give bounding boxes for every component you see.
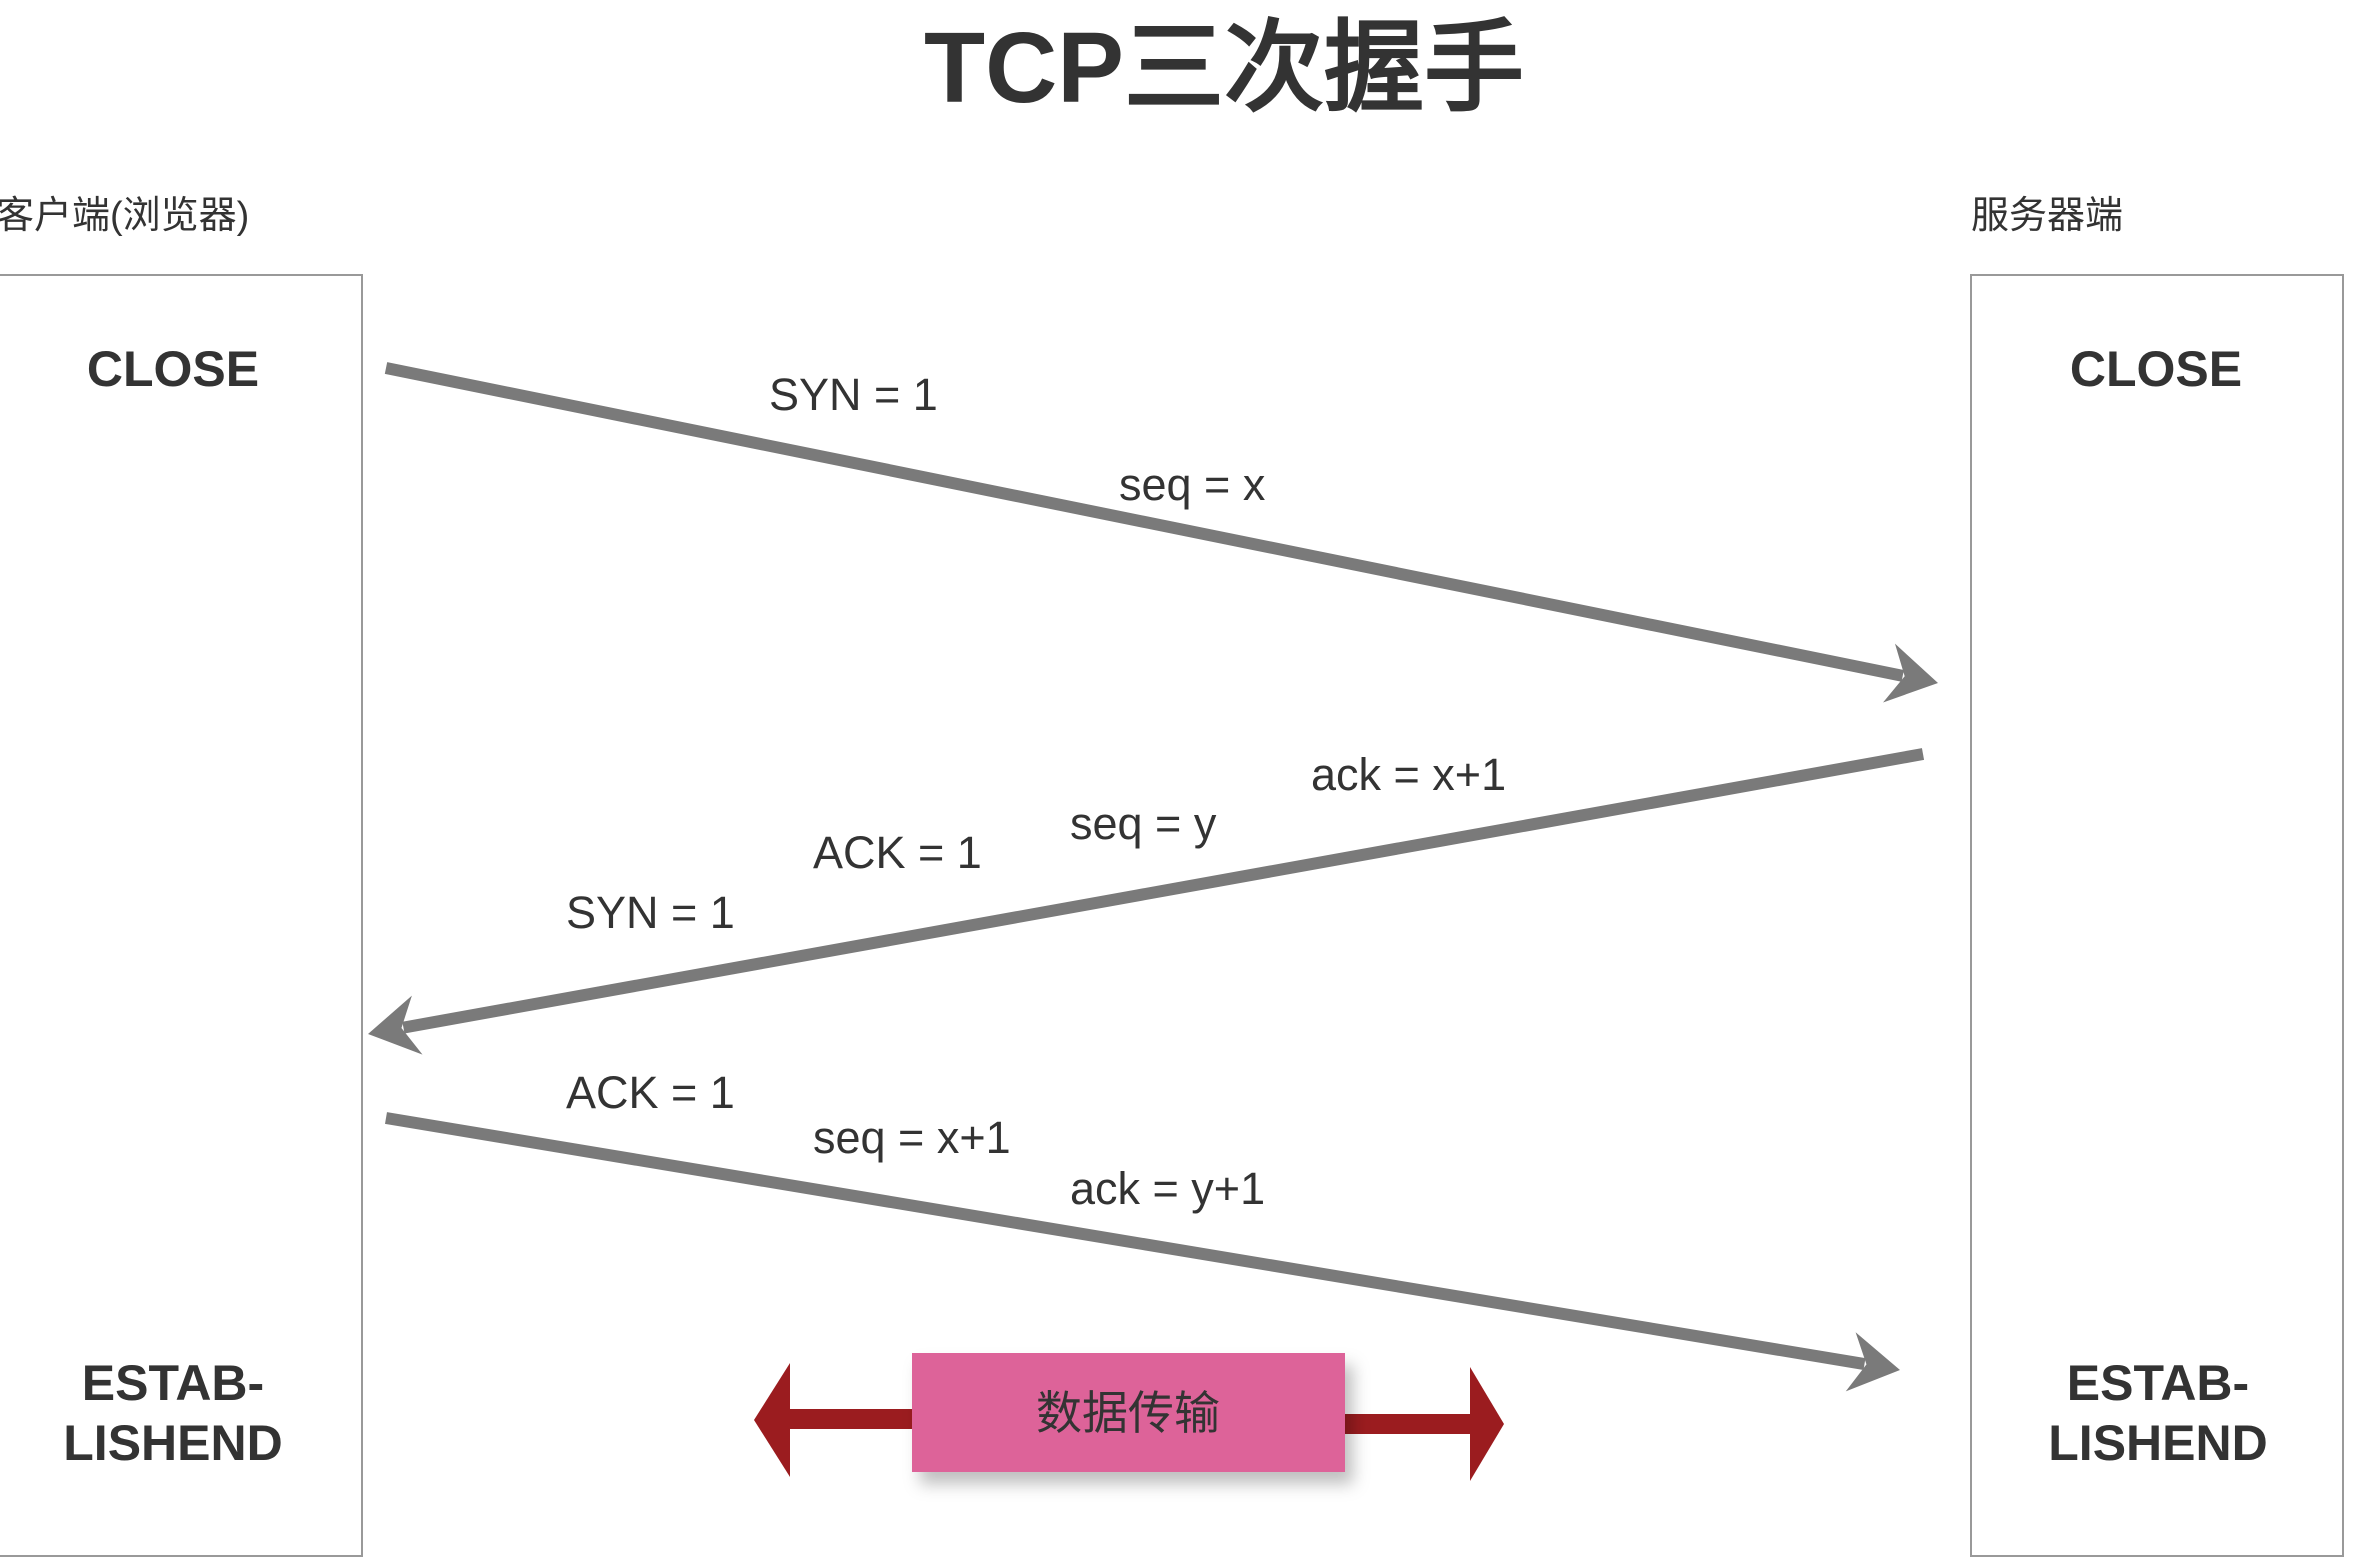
msg2-seq-label: seq = y — [1070, 798, 1217, 849]
data-arrow-right-head — [1470, 1367, 1504, 1481]
msg3-ack-label: ack = y+1 — [1070, 1163, 1265, 1214]
client-label: 客户端(浏览器) — [0, 195, 249, 237]
data-arrow-left-shaft-extension — [790, 1409, 850, 1429]
data-transfer-box — [912, 1353, 1345, 1472]
data-transfer-double-arrow — [754, 1363, 1504, 1481]
msg2-ack-flag-label: ACK = 1 — [813, 827, 982, 878]
data-arrow-right-shaft — [1340, 1414, 1480, 1434]
message-arrow-3 — [385, 1112, 1900, 1392]
client-state-established-1: ESTAB- — [82, 1355, 264, 1411]
msg2-ack-label: ack = x+1 — [1311, 749, 1506, 800]
server-lifeline-box — [1970, 274, 2344, 1557]
client-state-close: CLOSE — [87, 341, 259, 397]
message-arrow-2 — [368, 748, 1925, 1055]
msg3-seq-label: seq = x+1 — [813, 1112, 1011, 1163]
msg2-syn-label: SYN = 1 — [566, 887, 735, 938]
data-arrow-left-shaft — [840, 1409, 920, 1429]
message-arrow-head — [368, 995, 423, 1055]
message-arrow-shaft — [384, 362, 1904, 682]
data-transfer-label: 数据传输 — [1036, 1387, 1220, 1439]
client-state-established-2: LISHEND — [63, 1415, 282, 1471]
server-label: 服务器端 — [1971, 195, 2123, 237]
server-state-close: CLOSE — [2070, 341, 2242, 397]
server-state-established-1: ESTAB- — [2067, 1355, 2249, 1411]
client-lifeline-box — [0, 274, 363, 1557]
data-arrow-left-head — [754, 1363, 790, 1477]
message-arrow-shaft — [402, 748, 1925, 1034]
msg1-syn-label: SYN = 1 — [769, 369, 938, 420]
message-arrow-shaft — [385, 1112, 1866, 1371]
message-arrow-1 — [384, 362, 1938, 703]
msg1-seq-label: seq = x — [1119, 459, 1266, 510]
msg3-ack-flag-label: ACK = 1 — [566, 1067, 735, 1118]
message-arrow-head — [1883, 643, 1938, 703]
message-arrow-head — [1845, 1332, 1900, 1392]
diagram-title: TCP三次握手 — [924, 12, 1524, 124]
server-state-established-2: LISHEND — [2048, 1415, 2267, 1471]
